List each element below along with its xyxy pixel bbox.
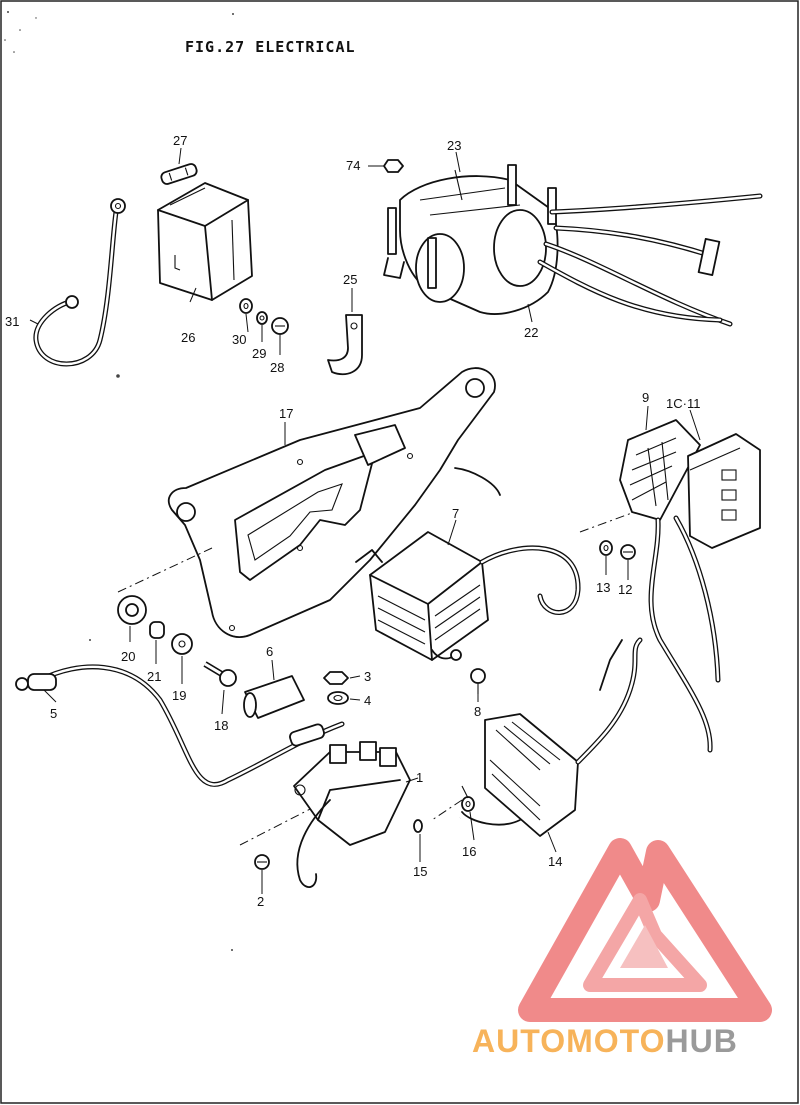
watermark-brand: AUTOMOTOHUB	[472, 1023, 738, 1059]
callout-7: 7	[452, 506, 459, 521]
part-10-11-connector	[648, 433, 761, 753]
part-7-regulator	[355, 467, 581, 661]
callout-25: 25	[343, 272, 357, 287]
part-6-terminal-cap	[243, 675, 305, 719]
part-2-screw	[254, 854, 270, 870]
callout-23: 23	[447, 138, 461, 153]
callout-5: 5	[50, 706, 57, 721]
part-19-washer	[171, 633, 193, 655]
callout-30: 30	[232, 332, 246, 347]
leader-lines	[29, 147, 701, 894]
part-5-battery-cable	[15, 664, 345, 787]
part-31-ground-wire	[33, 198, 126, 367]
callout-3: 3	[364, 669, 371, 684]
part-12-screw	[620, 544, 636, 560]
callout-31: 31	[5, 314, 19, 329]
part-1-starter-relay	[293, 741, 411, 888]
callout-12: 12	[618, 582, 632, 597]
callout-20: 20	[121, 649, 135, 664]
part-29-washer	[256, 311, 268, 325]
part-15-bolt	[413, 816, 461, 833]
part-8-screw	[470, 668, 486, 694]
callout-2: 2	[257, 894, 264, 909]
logo-inner-triangle	[583, 893, 707, 992]
callout-19: 19	[172, 688, 186, 703]
callout-10-11: 1C·11	[666, 396, 700, 411]
callout-1: 1	[416, 770, 423, 785]
watermark-logo	[518, 838, 772, 1022]
callout-9: 9	[642, 390, 649, 405]
assembly-guide-lines	[117, 509, 641, 846]
watermark-brand-secondary: HUB	[665, 1023, 737, 1059]
part-20-grommet	[117, 595, 147, 625]
watermark-brand-primary: AUTOMOTO	[472, 1023, 665, 1059]
callout-22: 22	[524, 325, 538, 340]
part-17-bracket-plate	[167, 367, 496, 638]
logo-core	[620, 925, 668, 968]
callout-16: 16	[462, 844, 476, 859]
part-22-23-ignition-coil	[383, 164, 763, 327]
figure-title: FIG.27 ELECTRICAL	[185, 38, 356, 56]
part-16-washer	[461, 785, 475, 812]
svg-text:AUTOMOTOHUB: AUTOMOTOHUB	[472, 1023, 738, 1059]
callout-74: 74	[346, 158, 360, 173]
callout-14: 14	[548, 854, 562, 869]
callout-27: 27	[173, 133, 187, 148]
logo-outer-triangle	[518, 838, 772, 1022]
callout-4: 4	[364, 693, 371, 708]
callout-17: 17	[279, 406, 293, 421]
part-21-collar	[149, 621, 165, 639]
callout-28: 28	[270, 360, 284, 375]
callout-labels: 1 2 3 4 5 6 7 8 9 1C·11 12 13 14 15 16 1…	[5, 133, 700, 909]
part-3-nut	[323, 671, 349, 685]
part-25-clamp	[327, 314, 363, 376]
part-26-relay-box	[157, 182, 253, 301]
callout-6: 6	[266, 644, 273, 659]
part-28-screw	[271, 317, 289, 335]
part-27-fuse	[160, 163, 198, 185]
callout-8: 8	[474, 704, 481, 719]
scan-specks	[4, 11, 234, 951]
callout-29: 29	[252, 346, 266, 361]
part-18-bolt	[203, 661, 237, 687]
part-4-nut	[327, 691, 349, 705]
part-14-rectifier	[461, 637, 643, 837]
callout-13: 13	[596, 580, 610, 595]
part-13-washer	[599, 540, 613, 556]
callout-18: 18	[214, 718, 228, 733]
part-30-washer	[239, 298, 253, 314]
callout-15: 15	[413, 864, 427, 879]
callout-26: 26	[181, 330, 195, 345]
callout-21: 21	[147, 669, 161, 684]
